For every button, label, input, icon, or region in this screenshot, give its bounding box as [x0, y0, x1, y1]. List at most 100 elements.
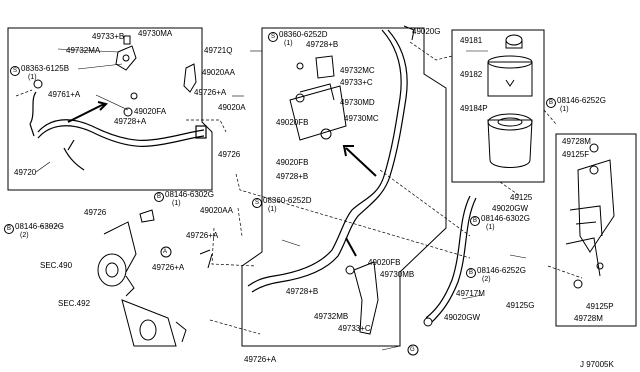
callout-08360-top-number: 08360-6252D	[279, 30, 328, 39]
bracket-panel-frame	[555, 133, 637, 327]
callout-49125: 49125	[510, 193, 533, 202]
callout-49721q: 49721Q	[204, 46, 233, 55]
clamp-49020g	[403, 25, 415, 41]
callout-08146-6252g-bottom-number: 08146-6252G	[477, 266, 526, 275]
pump-sec490	[97, 221, 137, 297]
label-sec492: SEC.492	[58, 299, 91, 308]
callout-49728m-bottom: 49728M	[574, 314, 603, 323]
callout-49728b-top: 49728+B	[306, 40, 339, 49]
callout-49020fb-mid: 49020FB	[276, 158, 309, 167]
arrow-left	[67, 101, 108, 123]
callout-49184p: 49184P	[460, 104, 488, 113]
grommet-49728a	[123, 107, 133, 117]
callout-49730mc: 49730MC	[344, 114, 379, 123]
callout-49726a-bottom-center: 49726+A	[244, 355, 277, 364]
pipe-49720	[29, 91, 207, 171]
callout-08146-6302g-right-qty: (1)	[486, 224, 495, 231]
callout-49020gw-bottom: 49020GW	[444, 313, 481, 322]
leader-lines	[15, 41, 583, 335]
diagram-code: J 97005K	[580, 360, 614, 369]
bolt-symbol: B	[546, 98, 556, 108]
bolt-49733b	[123, 35, 131, 45]
callout-49726a-top: 49726+A	[194, 88, 227, 97]
callout-08146-left-qty: (2)	[20, 232, 29, 239]
callout-49732ma: 49732MA	[66, 46, 101, 55]
triangle-ref-g	[407, 344, 419, 356]
callout-49720: 49720	[14, 168, 37, 177]
nut-49761a	[33, 79, 43, 89]
callout-08146-6302g-right-number: 08146-6302G	[481, 214, 530, 223]
reservoir-49125	[487, 34, 533, 168]
callout-49733c-bottom: 49733+C	[338, 324, 371, 333]
bolt-symbol: B	[470, 216, 480, 226]
solid-leaders	[35, 48, 527, 351]
callout-08146-center-qty: (1)	[172, 200, 181, 207]
callout-49761a: 49761+A	[48, 90, 81, 99]
callout-49182: 49182	[460, 70, 483, 79]
callout-49726-mid: 49726	[84, 208, 107, 217]
callout-08146-6302g-center-number: 08146-6302G	[165, 190, 214, 199]
gearbox-sec492	[121, 299, 187, 347]
bracket-49125g	[565, 143, 615, 289]
callout-49125g: 49125G	[506, 301, 535, 310]
bolt-symbol: B	[154, 192, 164, 202]
callout-49730ma: 49730MA	[138, 29, 173, 38]
arrow-center	[342, 145, 377, 177]
label-sec490: SEC.490	[40, 261, 73, 270]
hose-49717m	[425, 195, 477, 323]
grommet-49020fa	[130, 92, 138, 100]
bracket-49730mb	[353, 261, 379, 335]
callout-08360-mid-number: 08360-6252D	[263, 196, 312, 205]
callout-49733c-top: 49733+C	[340, 78, 373, 87]
callout-49125f: 49125F	[562, 150, 590, 159]
callout-49732mb: 49732MB	[314, 312, 349, 321]
callout-49728b-bottom: 49728+B	[286, 287, 319, 296]
callout-49728m-top: 49728M	[562, 137, 591, 146]
center-panel-frame	[241, 27, 447, 347]
clip-49726	[139, 209, 155, 223]
callout-49733b: 49733+B	[92, 32, 125, 41]
bracket-49020aa	[183, 63, 197, 93]
callout-08360-top-qty: (1)	[284, 40, 293, 47]
callout-49732mc: 49732MC	[340, 66, 375, 75]
callout-49020a: 49020A	[218, 103, 246, 112]
callout-49020fb-bottom: 49020FB	[368, 258, 401, 267]
ref-a-label: A	[163, 249, 168, 255]
callout-49728b-mid: 49728+B	[276, 172, 309, 181]
bolt-symbol: B	[4, 224, 14, 234]
screw-symbol: S	[268, 32, 278, 42]
callout-49726a-bottom: 49726+A	[152, 263, 185, 272]
hose-49721q	[247, 29, 408, 293]
callout-49020gw-top: 49020GW	[492, 204, 529, 213]
ref-g-label: G	[410, 347, 415, 353]
callout-08146-6252g-right-number: 08146-6252G	[557, 96, 606, 105]
callout-49726-right: 49726	[218, 150, 241, 159]
callout-49717m: 49717M	[456, 289, 485, 298]
screw-symbol: S	[10, 66, 20, 76]
callout-49020fb-top: 49020FB	[276, 118, 309, 127]
callout-49020aa-center: 49020AA	[200, 206, 233, 215]
callout-49020aa-top: 49020AA	[202, 68, 235, 77]
callout-49730mb: 49730MB	[380, 270, 415, 279]
bracket-49730mc	[289, 83, 347, 141]
callout-49125p: 49125P	[586, 302, 614, 311]
callout-08360-mid-qty: (1)	[268, 206, 277, 213]
callout-08146-6252g-bottom-qty: (2)	[482, 276, 491, 283]
arrow-center-small	[345, 237, 357, 257]
callout-49020fa: 49020FA	[134, 107, 167, 116]
callout-49728a: 49728+A	[114, 117, 147, 126]
left-panel-frame	[7, 27, 213, 191]
clamp-49020gw	[423, 317, 433, 327]
callout-49730md: 49730MD	[340, 98, 375, 107]
clamp-49730ma	[115, 45, 137, 71]
callout-49181: 49181	[460, 36, 483, 45]
callout-08146-6252g-right-qty: (1)	[560, 106, 569, 113]
